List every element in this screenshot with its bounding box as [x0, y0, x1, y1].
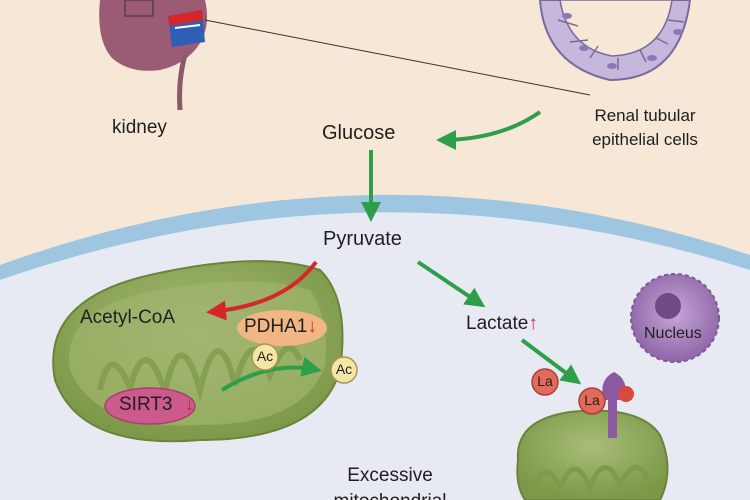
pyruvate-label: Pyruvate	[323, 228, 402, 250]
pdha1-oval	[237, 310, 327, 346]
ac-label-1: Ac	[256, 348, 274, 364]
renal-cells-label: Renal tubular epithelial cells	[592, 106, 698, 149]
sirt3-text: SIRT3 ↓	[119, 394, 194, 416]
lactate-up-arrow: ↑	[528, 313, 538, 334]
nucleus-shape	[630, 273, 720, 363]
lactate-label: Lactate	[466, 313, 529, 334]
arrow-lactate-to-transporter	[520, 338, 582, 385]
la-circle-1	[531, 368, 559, 396]
pdha1-label: PDHA1	[244, 316, 308, 337]
la-circle-2	[578, 387, 606, 415]
pdha1-down-arrow: ↓	[307, 316, 317, 337]
sirt3-down-arrow: ↓	[184, 394, 195, 415]
connector-line	[204, 19, 591, 96]
renal-tubule-ring	[538, 0, 692, 82]
pdha1-text: PDHA1↓	[244, 316, 317, 338]
arrow-cells-to-glucose	[436, 110, 542, 150]
glucose-label: Glucose	[322, 122, 396, 144]
mitochondrion-small	[516, 409, 669, 500]
nucleus-label: Nucleus	[644, 325, 702, 342]
arrow-pyruvate-to-acetylcoa	[206, 260, 318, 321]
la-label-2: La	[584, 392, 600, 408]
sirt3-oval	[104, 387, 196, 425]
transporter-protein	[602, 372, 634, 438]
ac-circle-1	[251, 343, 279, 371]
kidney-illustration	[99, 0, 208, 111]
arrow-pyruvate-to-lactate	[416, 260, 486, 308]
sirt3-label: SIRT3	[119, 394, 173, 415]
acetyl-coa-label: Acetyl-CoA	[80, 307, 176, 328]
ac-circle-2	[330, 356, 358, 384]
arrow-sirt3-to-ac	[220, 356, 322, 392]
lactate-text: Lactate↑	[466, 313, 538, 335]
kidney-label: kidney	[112, 117, 167, 138]
excessive-mitochondrial-label: Excessive mitochondrial	[334, 465, 447, 500]
ac-label-2: Ac	[335, 361, 353, 377]
la-label-1: La	[537, 373, 553, 389]
